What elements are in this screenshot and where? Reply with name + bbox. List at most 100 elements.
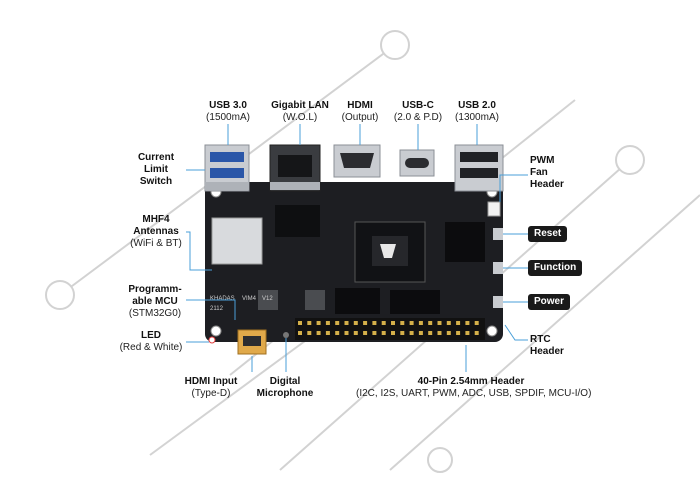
gpio-pin: [391, 331, 395, 335]
gpio-pin: [344, 331, 349, 335]
gpio-pin: [344, 321, 349, 325]
mounting-hole: [210, 325, 222, 337]
fan-header-hw: [487, 201, 501, 217]
callout-antennas: MHF4 Antennas (WiFi & BT): [128, 214, 184, 250]
gpio-pin: [409, 331, 414, 335]
wifi-module: [211, 217, 263, 265]
callout-hdmi-input: HDMI Input (Type-D): [176, 376, 246, 400]
gpio-pin: [400, 331, 405, 335]
silk-version: V12: [262, 296, 273, 302]
rtc-header-line1: RTC: [530, 334, 551, 345]
led-detail: (Red & White): [119, 342, 183, 353]
gpio-pin: [335, 331, 340, 335]
usb3-port: [204, 144, 250, 192]
gpio-pin: [298, 321, 302, 325]
limit-switch-line3: Switch: [139, 176, 173, 187]
gpio-pin: [418, 331, 423, 335]
mcu-line2: able MCU: [132, 296, 178, 307]
usb3-detail: (1500mA): [206, 112, 250, 123]
fan-header-line1: PWM: [530, 155, 555, 166]
gpio-pin: [372, 331, 377, 335]
antennas-line1: MHF4: [142, 214, 170, 225]
gpio-pin: [418, 321, 423, 325]
ram-chip: [445, 222, 485, 262]
hdmi-input-detail: (Type-D): [191, 388, 231, 399]
gpio-pin: [316, 331, 321, 335]
silk-date: 2112: [210, 306, 224, 312]
gpio-pin: [391, 321, 395, 325]
gpio-pin: [325, 331, 330, 335]
hdmi-detail: (Output): [341, 112, 379, 123]
callout-limit-switch: Current Limit Switch: [128, 152, 184, 188]
gpio-pin: [474, 331, 479, 335]
usb3-title: USB 3.0: [209, 100, 247, 111]
callout-usb3: USB 3.0 (1500mA): [198, 100, 258, 124]
callout-fan-header: PWM Fan Header: [530, 155, 580, 191]
antennas-line2: Antennas: [133, 226, 179, 237]
gpio-pin: [428, 331, 433, 335]
hdmi-input-title: HDMI Input: [184, 376, 238, 387]
callout-rtc-header: RTC Header: [530, 334, 580, 358]
function-button-hw: [493, 262, 503, 274]
lan-chip: [275, 205, 320, 237]
rtc-header-line2: Header: [530, 346, 564, 357]
callout-gpio-header: 40-Pin 2.54mm Header (I2C, I2S, UART, PW…: [356, 376, 592, 400]
callout-lan: Gigabit LAN (W.O.L): [262, 100, 338, 124]
usb2-title: USB 2.0: [458, 100, 496, 111]
inductor: [305, 290, 325, 310]
gpio-pin: [465, 321, 470, 325]
fan-header-line2: Fan: [530, 167, 548, 178]
gpio-pin: [307, 321, 312, 325]
fan-header-line3: Header: [530, 179, 564, 190]
function-label: Function: [528, 260, 583, 276]
gpio-pin: [409, 321, 414, 325]
hdmi-input-port: [237, 329, 267, 355]
leader-lines: [186, 124, 528, 372]
reset-button-hw: [493, 228, 503, 240]
khadas-logo-icon: [380, 244, 396, 258]
callout-microphone: Digital Microphone: [250, 376, 320, 400]
callout-hdmi: HDMI (Output): [330, 100, 390, 124]
led-title: LED: [141, 330, 161, 341]
usbc-title: USB-C: [402, 100, 434, 111]
gpio-pin: [363, 331, 368, 335]
memory-chip: [335, 288, 380, 314]
gpio-pin: [446, 321, 451, 325]
hdmi-title: HDMI: [347, 100, 373, 111]
gpio-pin: [316, 321, 321, 325]
mcu-line1: Programm-: [128, 284, 182, 295]
silk-model: VIM4: [242, 296, 257, 302]
mcu-detail: (STM32G0): [128, 308, 182, 319]
power-label: Power: [528, 294, 571, 310]
gpio-pin: [428, 321, 433, 325]
lan-title: Gigabit LAN: [271, 100, 329, 111]
gpio-pin: [381, 331, 386, 335]
power-button-hw: [493, 296, 503, 308]
gpio-header-detail: (I2C, I2S, UART, PWM, ADC, USB, SPDIF, M…: [356, 388, 592, 399]
usb2-detail: (1300mA): [455, 112, 499, 123]
gpio-pin: [456, 331, 461, 335]
lan-port: [269, 144, 321, 192]
callout-mcu: Programm- able MCU (STM32G0): [124, 284, 186, 320]
gpio-pin: [372, 321, 377, 325]
gpio-pin: [335, 321, 340, 325]
limit-switch-line1: Current: [137, 152, 175, 163]
gpio-pin: [325, 321, 330, 325]
microphone-line2: Microphone: [256, 388, 314, 399]
gpio-header-hw: [295, 318, 485, 340]
microphone-hw: [283, 332, 289, 338]
gpio-pin: [363, 321, 368, 325]
antennas-detail: (WiFi & BT): [130, 238, 182, 249]
gpio-pin: [465, 331, 470, 335]
reset-label: Reset: [528, 226, 568, 242]
gpio-pin: [474, 321, 479, 325]
microphone-line1: Digital: [269, 376, 301, 387]
inductor: [258, 290, 278, 310]
gpio-pin: [298, 331, 302, 335]
callout-led: LED (Red & White): [116, 330, 186, 354]
mounting-hole: [486, 325, 498, 337]
led-hw: [208, 336, 216, 344]
gpio-pin: [307, 331, 312, 335]
gpio-pin: [446, 331, 451, 335]
